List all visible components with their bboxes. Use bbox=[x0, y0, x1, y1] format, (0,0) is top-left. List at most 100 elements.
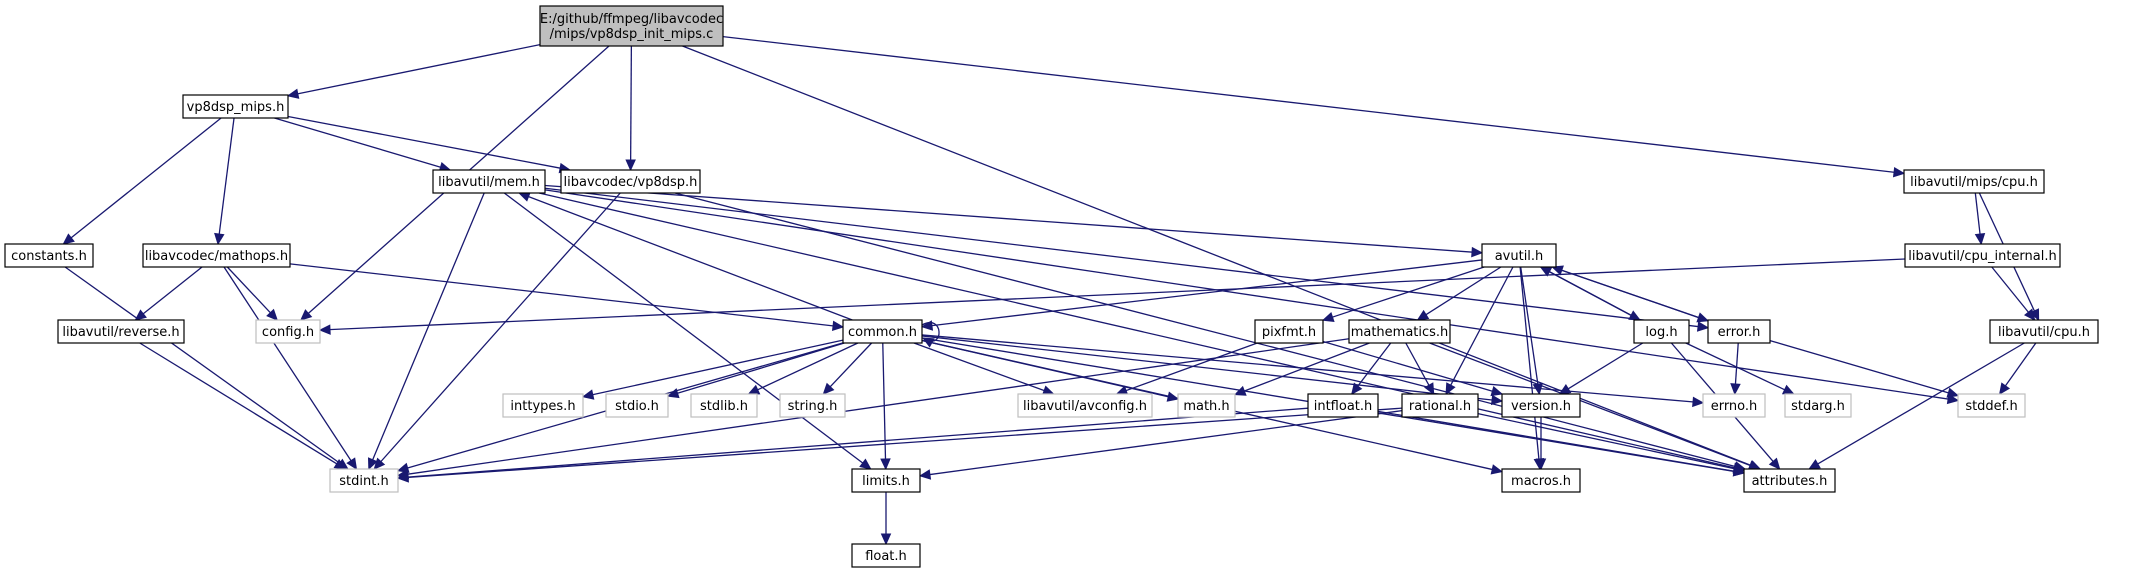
edge-mathematics-h-to-rational-h-arrowhead bbox=[1424, 382, 1435, 396]
node-label: common.h bbox=[848, 325, 917, 340]
edge-avutil-h-to-pixfmt-h bbox=[1331, 266, 1485, 319]
node-libavutil-reverse-h[interactable]: libavutil/reverse.h bbox=[57, 319, 185, 344]
node-errno-h: errno.h bbox=[1702, 393, 1766, 418]
node-libavcodec-vp8dsp-h[interactable]: libavcodec/vp8dsp.h bbox=[560, 169, 701, 194]
edge-libavutil-cpu-h-to-attributes-h bbox=[1816, 342, 2025, 466]
edge-avutil-h-to-rational-h-arrowhead bbox=[1445, 382, 1456, 396]
node-vp8dsp-mips-h[interactable]: vp8dsp_mips.h bbox=[182, 94, 289, 119]
edge-libavutil-cpu-h-to-stddef-h bbox=[2004, 342, 2037, 388]
edge-libavutil-cpu-h-to-attributes-h-arrowhead bbox=[1808, 459, 1821, 470]
edge-mathematics-h-to-math-h bbox=[1243, 342, 1370, 392]
edge-mathematics-h-to-intfloat-h-arrowhead bbox=[1351, 382, 1363, 395]
edge-common-h-to-macros-h-arrowhead bbox=[1490, 464, 1504, 475]
edge-libavcodec-mathops-h-to-common-h-arrowhead bbox=[831, 320, 845, 332]
node-stdlib-h: stdlib.h bbox=[690, 393, 758, 418]
edge-rational-h-to-limits-h-arrowhead bbox=[918, 469, 932, 480]
node-rational-h[interactable]: rational.h bbox=[1401, 393, 1479, 418]
node-label: inttypes.h bbox=[510, 399, 575, 414]
edge-libavutil-mem-h-to-limits-h bbox=[503, 192, 864, 465]
edge-version-h-to-macros-h-arrowhead bbox=[1535, 458, 1547, 471]
edge-common-h-to-inttypes-h-arrowhead bbox=[581, 389, 595, 400]
edge-avutil-h-to-mathematics-h-arrowhead bbox=[1416, 309, 1430, 321]
edge-rational-h-to-stdint-h-arrowhead bbox=[396, 472, 409, 483]
node-version-h[interactable]: version.h bbox=[1501, 393, 1581, 418]
edge-vp8dsp-mips-h-to-libavcodec-mathops-h bbox=[218, 117, 235, 236]
edge-common-h-to-errno-h-arrowhead bbox=[1692, 396, 1705, 408]
node-box bbox=[1707, 319, 1771, 344]
edge-libavcodec-vp8dsp-h-to-attributes-h bbox=[674, 192, 1737, 468]
node-macros-h[interactable]: macros.h bbox=[1501, 468, 1581, 493]
edge-libavutil-mips-cpu-h-to-libavutil-cpu-h-arrowhead bbox=[2029, 308, 2040, 322]
node-log-h[interactable]: log.h bbox=[1633, 319, 1690, 344]
edge-libavutil-mem-h-to-limits-h-arrowhead bbox=[859, 458, 872, 470]
edge-common-h-to-stdlib-h-arrowhead bbox=[747, 384, 761, 395]
node-box bbox=[1177, 393, 1236, 418]
edge-common-h-to-inttypes-h bbox=[591, 339, 844, 396]
node-label: libavcodec/vp8dsp.h bbox=[564, 175, 698, 190]
node-libavutil-cpu-h[interactable]: libavutil/cpu.h bbox=[1989, 319, 2099, 344]
node-box bbox=[1254, 319, 1324, 344]
edge-intfloat-h-to-stdint-h bbox=[406, 407, 1309, 478]
edge-avutil-h-to-pixfmt-h-arrowhead bbox=[1321, 311, 1335, 322]
edge-avutil-h-to-macros-h bbox=[1519, 266, 1540, 461]
node-math-h: math.h bbox=[1177, 393, 1236, 418]
node-libavutil-cpu-internal-h[interactable]: libavutil/cpu_internal.h bbox=[1904, 243, 2061, 268]
edge-root-to-vp8dsp-mips-h bbox=[296, 43, 541, 95]
edge-error-h-to-errno-h bbox=[1734, 342, 1739, 386]
node-mathematics-h[interactable]: mathematics.h bbox=[1348, 319, 1451, 344]
node-libavutil-mem-h[interactable]: libavutil/mem.h bbox=[432, 169, 546, 194]
node-label: /mips/vp8dsp_init_mips.c bbox=[550, 27, 714, 42]
node-label: rational.h bbox=[1409, 399, 1471, 414]
node-avutil-h[interactable]: avutil.h bbox=[1481, 243, 1557, 268]
node-box bbox=[1481, 243, 1557, 268]
node-label: stdio.h bbox=[615, 399, 659, 414]
node-constants-h[interactable]: constants.h bbox=[4, 243, 94, 268]
node-label: intfloat.h bbox=[1314, 399, 1373, 414]
node-box bbox=[142, 243, 291, 268]
node-label: E:/github/ffmpeg/libavcodec bbox=[540, 12, 723, 27]
edge-log-h-to-avutil-h bbox=[1548, 270, 1641, 321]
node-pixfmt-h[interactable]: pixfmt.h bbox=[1254, 319, 1324, 344]
node-box bbox=[842, 319, 923, 344]
edge-avutil-h-to-rational-h bbox=[1449, 266, 1514, 387]
node-label: float.h bbox=[865, 549, 907, 564]
edge-avutil-h-to-version-h bbox=[1520, 266, 1539, 386]
edge-mathematics-h-to-stdint-h bbox=[406, 338, 1350, 475]
edge-constants-h-to-stdint-h bbox=[64, 266, 341, 465]
edge-vp8dsp-mips-h-to-constants-h-arrowhead bbox=[62, 233, 75, 245]
node-label: stddef.h bbox=[1965, 399, 2017, 414]
node-box bbox=[1017, 393, 1153, 418]
node-limits-h[interactable]: limits.h bbox=[851, 468, 921, 493]
node-label: stdint.h bbox=[339, 474, 388, 489]
edge-libavcodec-mathops-h-to-config-h bbox=[226, 266, 272, 314]
node-stdio-h: stdio.h bbox=[605, 393, 669, 418]
node-stddef-h: stddef.h bbox=[1957, 393, 2026, 418]
edge-mathematics-h-to-attributes-h bbox=[1429, 342, 1752, 467]
edge-log-h-to-attributes-h-arrowhead bbox=[1768, 457, 1781, 470]
node-box bbox=[779, 393, 846, 418]
node-float-h[interactable]: float.h bbox=[851, 543, 921, 568]
edge-root-to-libavutil-mips-cpu-h-arrowhead bbox=[1892, 166, 1906, 178]
edge-error-h-to-avutil-h bbox=[1560, 269, 1709, 322]
edge-common-h-to-version-h-arrowhead bbox=[1490, 394, 1504, 406]
node-libavutil-mips-cpu-h[interactable]: libavutil/mips/cpu.h bbox=[1903, 169, 2045, 194]
edge-libavutil-cpu-internal-h-to-libavutil-cpu-h-arrowhead bbox=[2023, 308, 2036, 321]
node-common-h[interactable]: common.h bbox=[842, 319, 923, 344]
edge-libavutil-cpu-internal-h-to-config-h-arrowhead bbox=[318, 324, 331, 335]
node-label: libavutil/reverse.h bbox=[62, 325, 179, 340]
node-root[interactable]: E:/github/ffmpeg/libavcodec/mips/vp8dsp_… bbox=[539, 5, 724, 47]
edge-root-to-libavcodec-vp8dsp-h-arrowhead bbox=[625, 159, 636, 172]
node-label: macros.h bbox=[1511, 474, 1571, 489]
edge-libavutil-cpu-internal-h-to-config-h bbox=[328, 258, 1906, 331]
node-label: string.h bbox=[788, 399, 838, 414]
edge-avutil-h-to-common-h-arrowhead bbox=[920, 320, 934, 331]
node-box bbox=[1348, 319, 1451, 344]
node-libavcodec-mathops-h[interactable]: libavcodec/mathops.h bbox=[142, 243, 291, 268]
edge-libavcodec-mathops-h-to-libavutil-reverse-h bbox=[142, 266, 203, 315]
edge-root-to-libavutil-mips-cpu-h bbox=[722, 35, 1896, 174]
node-intfloat-h[interactable]: intfloat.h bbox=[1307, 393, 1379, 418]
node-attributes-h[interactable]: attributes.h bbox=[1743, 468, 1836, 493]
node-string-h: string.h bbox=[779, 393, 846, 418]
node-label: limits.h bbox=[862, 474, 910, 489]
node-error-h[interactable]: error.h bbox=[1707, 319, 1771, 344]
